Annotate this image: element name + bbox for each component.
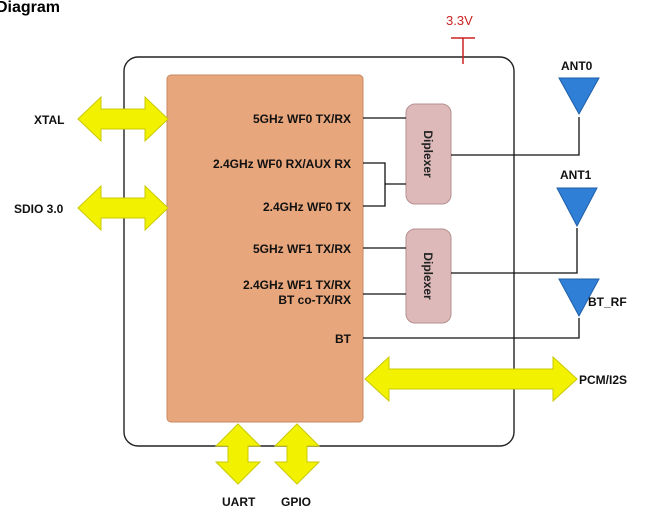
antenna-bt-rf-label: BT_RF <box>588 295 627 309</box>
xtal-label: XTAL <box>34 113 64 127</box>
pcm-label: PCM/I2S <box>579 373 627 387</box>
pin-wf1-5g: 5GHz WF1 TX/RX <box>253 242 351 256</box>
sdio-label: SDIO 3.0 <box>14 202 64 216</box>
diplexer-2: Diplexer <box>405 228 452 324</box>
gpio-label: GPIO <box>281 495 311 509</box>
pin-bt: BT <box>335 332 352 346</box>
pin-wf0-5g: 5GHz WF0 TX/RX <box>253 112 351 126</box>
pin-wf0-24-tx: 2.4GHz WF0 TX <box>263 200 351 214</box>
antenna-ant1-label: ANT1 <box>560 168 592 182</box>
pin-wf0-24-rx: 2.4GHz WF0 RX/AUX RX <box>213 157 351 171</box>
double-arrow-icon <box>273 423 321 485</box>
double-arrow-icon <box>77 95 169 143</box>
antenna-ant1: ANT1 <box>556 168 598 228</box>
xtal-arrow: XTAL <box>34 95 169 143</box>
double-arrow-icon <box>214 423 262 485</box>
antenna-ant0: ANT0 <box>558 59 600 116</box>
wires <box>363 117 580 339</box>
pin-wf1-24: 2.4GHz WF1 TX/RX <box>243 278 351 292</box>
antenna-ant0-label: ANT0 <box>561 59 593 73</box>
double-arrow-icon <box>364 355 578 403</box>
sdio-arrow: SDIO 3.0 <box>14 184 169 232</box>
gpio-arrow: GPIO <box>273 423 321 509</box>
antenna-bt-rf: BT_RF <box>558 278 627 318</box>
uart-label: UART <box>222 495 256 509</box>
diplexer-1: Diplexer <box>405 103 452 205</box>
pcm-arrow: PCM/I2S <box>364 355 627 403</box>
pin-bt-cotx: BT co-TX/RX <box>278 293 351 307</box>
double-arrow-icon <box>77 184 169 232</box>
power-label: 3.3V <box>446 13 473 28</box>
antenna-icon <box>558 77 600 116</box>
diplexer-1-label: Diplexer <box>421 130 435 178</box>
diagram-title: Diagram <box>0 0 60 16</box>
uart-arrow: UART <box>214 423 262 509</box>
power-symbol: 3.3V <box>446 13 475 64</box>
diplexer-2-label: Diplexer <box>421 252 435 300</box>
antenna-icon <box>558 278 600 318</box>
antenna-icon <box>556 187 598 228</box>
